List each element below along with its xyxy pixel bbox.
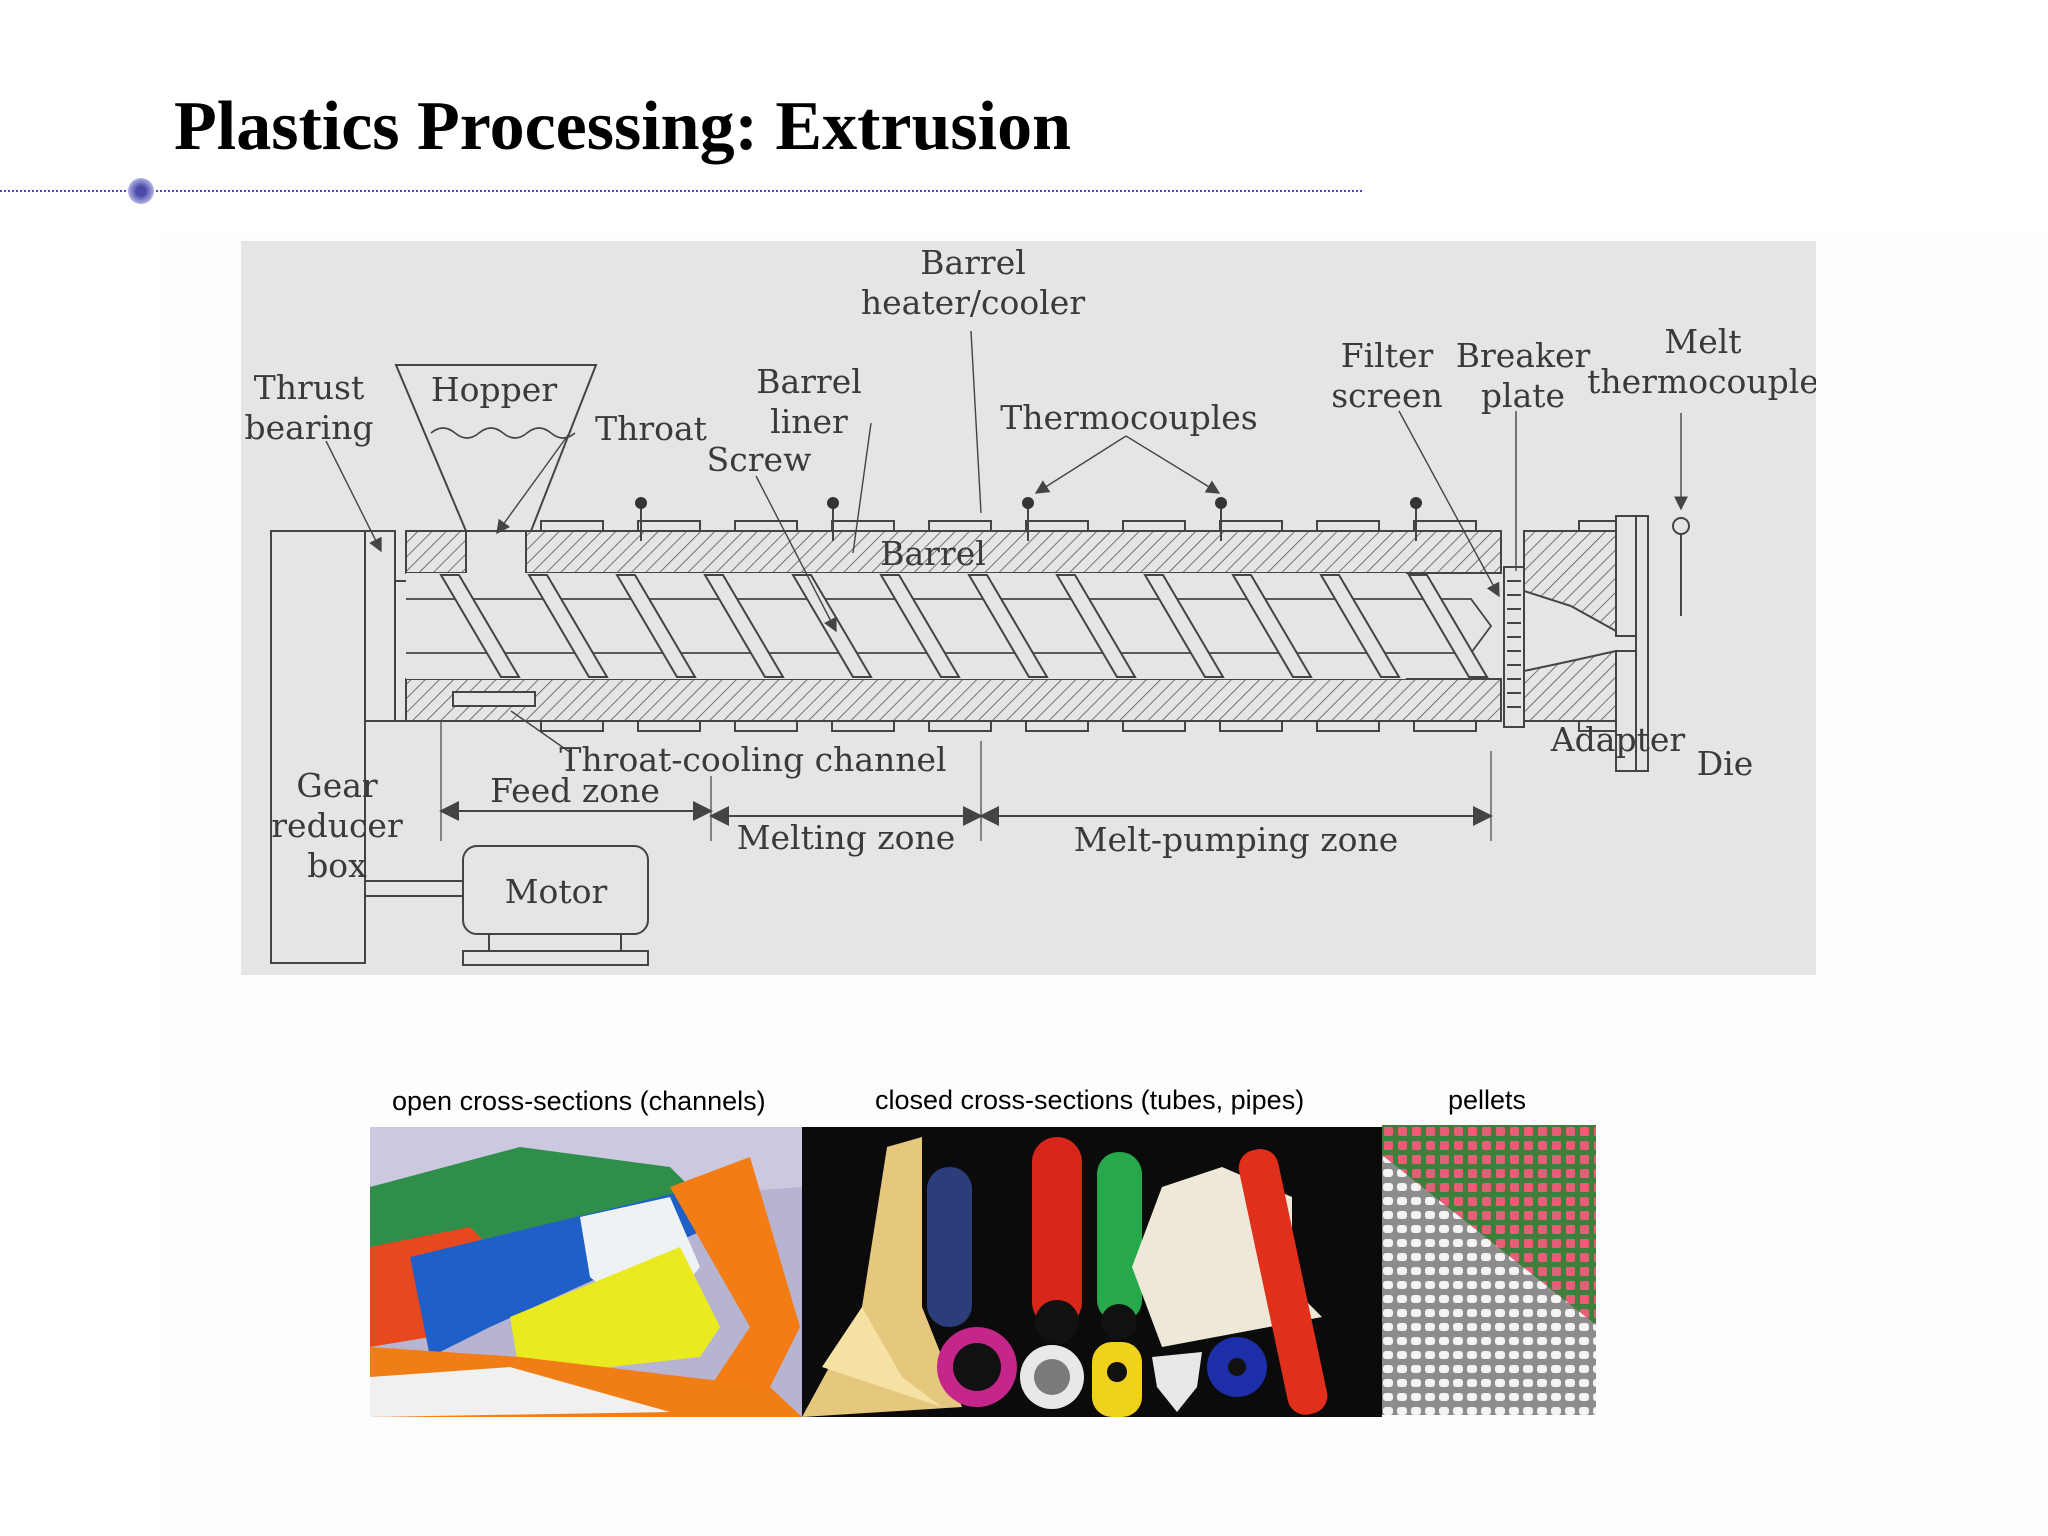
photo-pellets [1382,1125,1596,1415]
heater-band-top [734,520,798,532]
heater-band-bottom [734,720,798,732]
gear-reducer-box [270,530,366,964]
label-melt-thermocouple-line2: thermocouple [1587,362,1816,401]
label-thrust-bearing-line1: Thrust [254,368,365,407]
heater-band-top [1025,520,1089,532]
adapter-bottom [1523,649,1617,722]
thermocouple-pins [635,497,1422,541]
barrel-top-wall-left [405,530,467,574]
screw-flight [1407,574,1489,678]
label-melt-thermocouple-line1: Melt [1664,322,1741,361]
screw-flight [1055,574,1137,678]
title-divider [0,190,1362,192]
label-barrel-heater-line2: heater/cooler [861,283,1085,322]
caption-closed-cross-sections: closed cross-sections (tubes, pipes) [875,1085,1305,1115]
heater-band-top [928,520,992,532]
caption-pellets: pellets [1448,1085,1527,1115]
label-breaker-plate-line1: Breaker [1456,336,1591,375]
label-melt-pumping-zone: Melt-pumping zone [1074,820,1399,859]
heater-band-bottom [928,720,992,732]
screw-flights [439,574,1489,678]
heater-band-top [1219,520,1283,532]
label-thermocouples: Thermocouples [1000,398,1257,437]
throat-cooling-channel [452,691,536,707]
heater-band-bottom [1413,720,1477,732]
label-throat: Throat [595,409,707,448]
label-motor: Motor [505,872,608,911]
label-gear-reducer-line1: Gear [296,766,378,805]
screw-flight [703,574,785,678]
heater-band-bottom [540,720,604,732]
motor [462,845,649,935]
heater-bands [540,520,1642,732]
barrel-top-wall [525,530,1502,574]
screw-flight [879,574,961,678]
heater-band-bottom [1025,720,1089,732]
label-adapter: Adapter [1550,720,1686,759]
extruder-diagram: Barrel heater/cooler Thrust bearing Hopp… [241,241,1816,975]
label-feed-zone: Feed zone [490,771,660,810]
thermocouple-head [1410,497,1422,509]
heater-band-top [540,520,604,532]
hopper [394,364,598,532]
breaker-plate [1503,566,1525,728]
label-filter-screen-line1: Filter [1341,336,1434,375]
photo-closed-profiles [802,1127,1382,1417]
label-breaker-plate-line2: plate [1481,376,1565,415]
adapter-top [1523,530,1617,633]
slide-title: Plastics Processing: Extrusion [174,88,1072,165]
divider-bullet-icon [128,178,154,204]
heater-band-bottom [1122,720,1186,732]
heater-band-top [1413,520,1477,532]
label-barrel-liner-line1: Barrel [756,362,862,401]
label-thrust-bearing-line2: bearing [244,408,373,447]
thermocouple-head [1022,497,1034,509]
heater-band-bottom [637,720,701,732]
label-filter-screen-line2: screen [1331,376,1443,415]
photo-open-profiles [370,1127,802,1417]
thermocouple-head [635,497,647,509]
heater-band-bottom [1219,720,1283,732]
label-gear-reducer-line2: reducer [271,806,403,845]
thrust-bearing-block [364,530,396,722]
thermocouple-head [827,497,839,509]
screw-flight [615,574,697,678]
label-throat-cooling-channel: Throat-cooling channel [559,740,946,779]
caption-open-cross-sections: open cross-sections (channels) [392,1086,766,1116]
extruder-diagram-drawing: Barrel heater/cooler Thrust bearing Hopp… [244,243,1816,966]
heater-band-top [637,520,701,532]
label-hopper: Hopper [431,370,557,409]
heater-band-top [831,520,895,532]
screw-flight [1143,574,1225,678]
heater-band-bottom [1316,720,1380,732]
label-gear-reducer-line3: box [307,846,367,885]
thermocouple-head [1215,497,1227,509]
label-barrel: Barrel [880,534,986,573]
heater-band-top [1122,520,1186,532]
label-barrel-heater-line1: Barrel [920,243,1026,282]
heater-band-top [1316,520,1380,532]
label-barrel-liner-line2: liner [770,402,848,441]
heater-band-bottom [831,720,895,732]
label-die: Die [1697,744,1754,783]
screw-flight [1231,574,1313,678]
screw-flight [527,574,609,678]
label-screw: Screw [707,440,812,479]
label-melting-zone: Melting zone [737,818,956,857]
screw-flight [1319,574,1401,678]
barrel-bottom-wall [405,678,1502,722]
screw-flight [967,574,1049,678]
screw-flight [439,574,521,678]
